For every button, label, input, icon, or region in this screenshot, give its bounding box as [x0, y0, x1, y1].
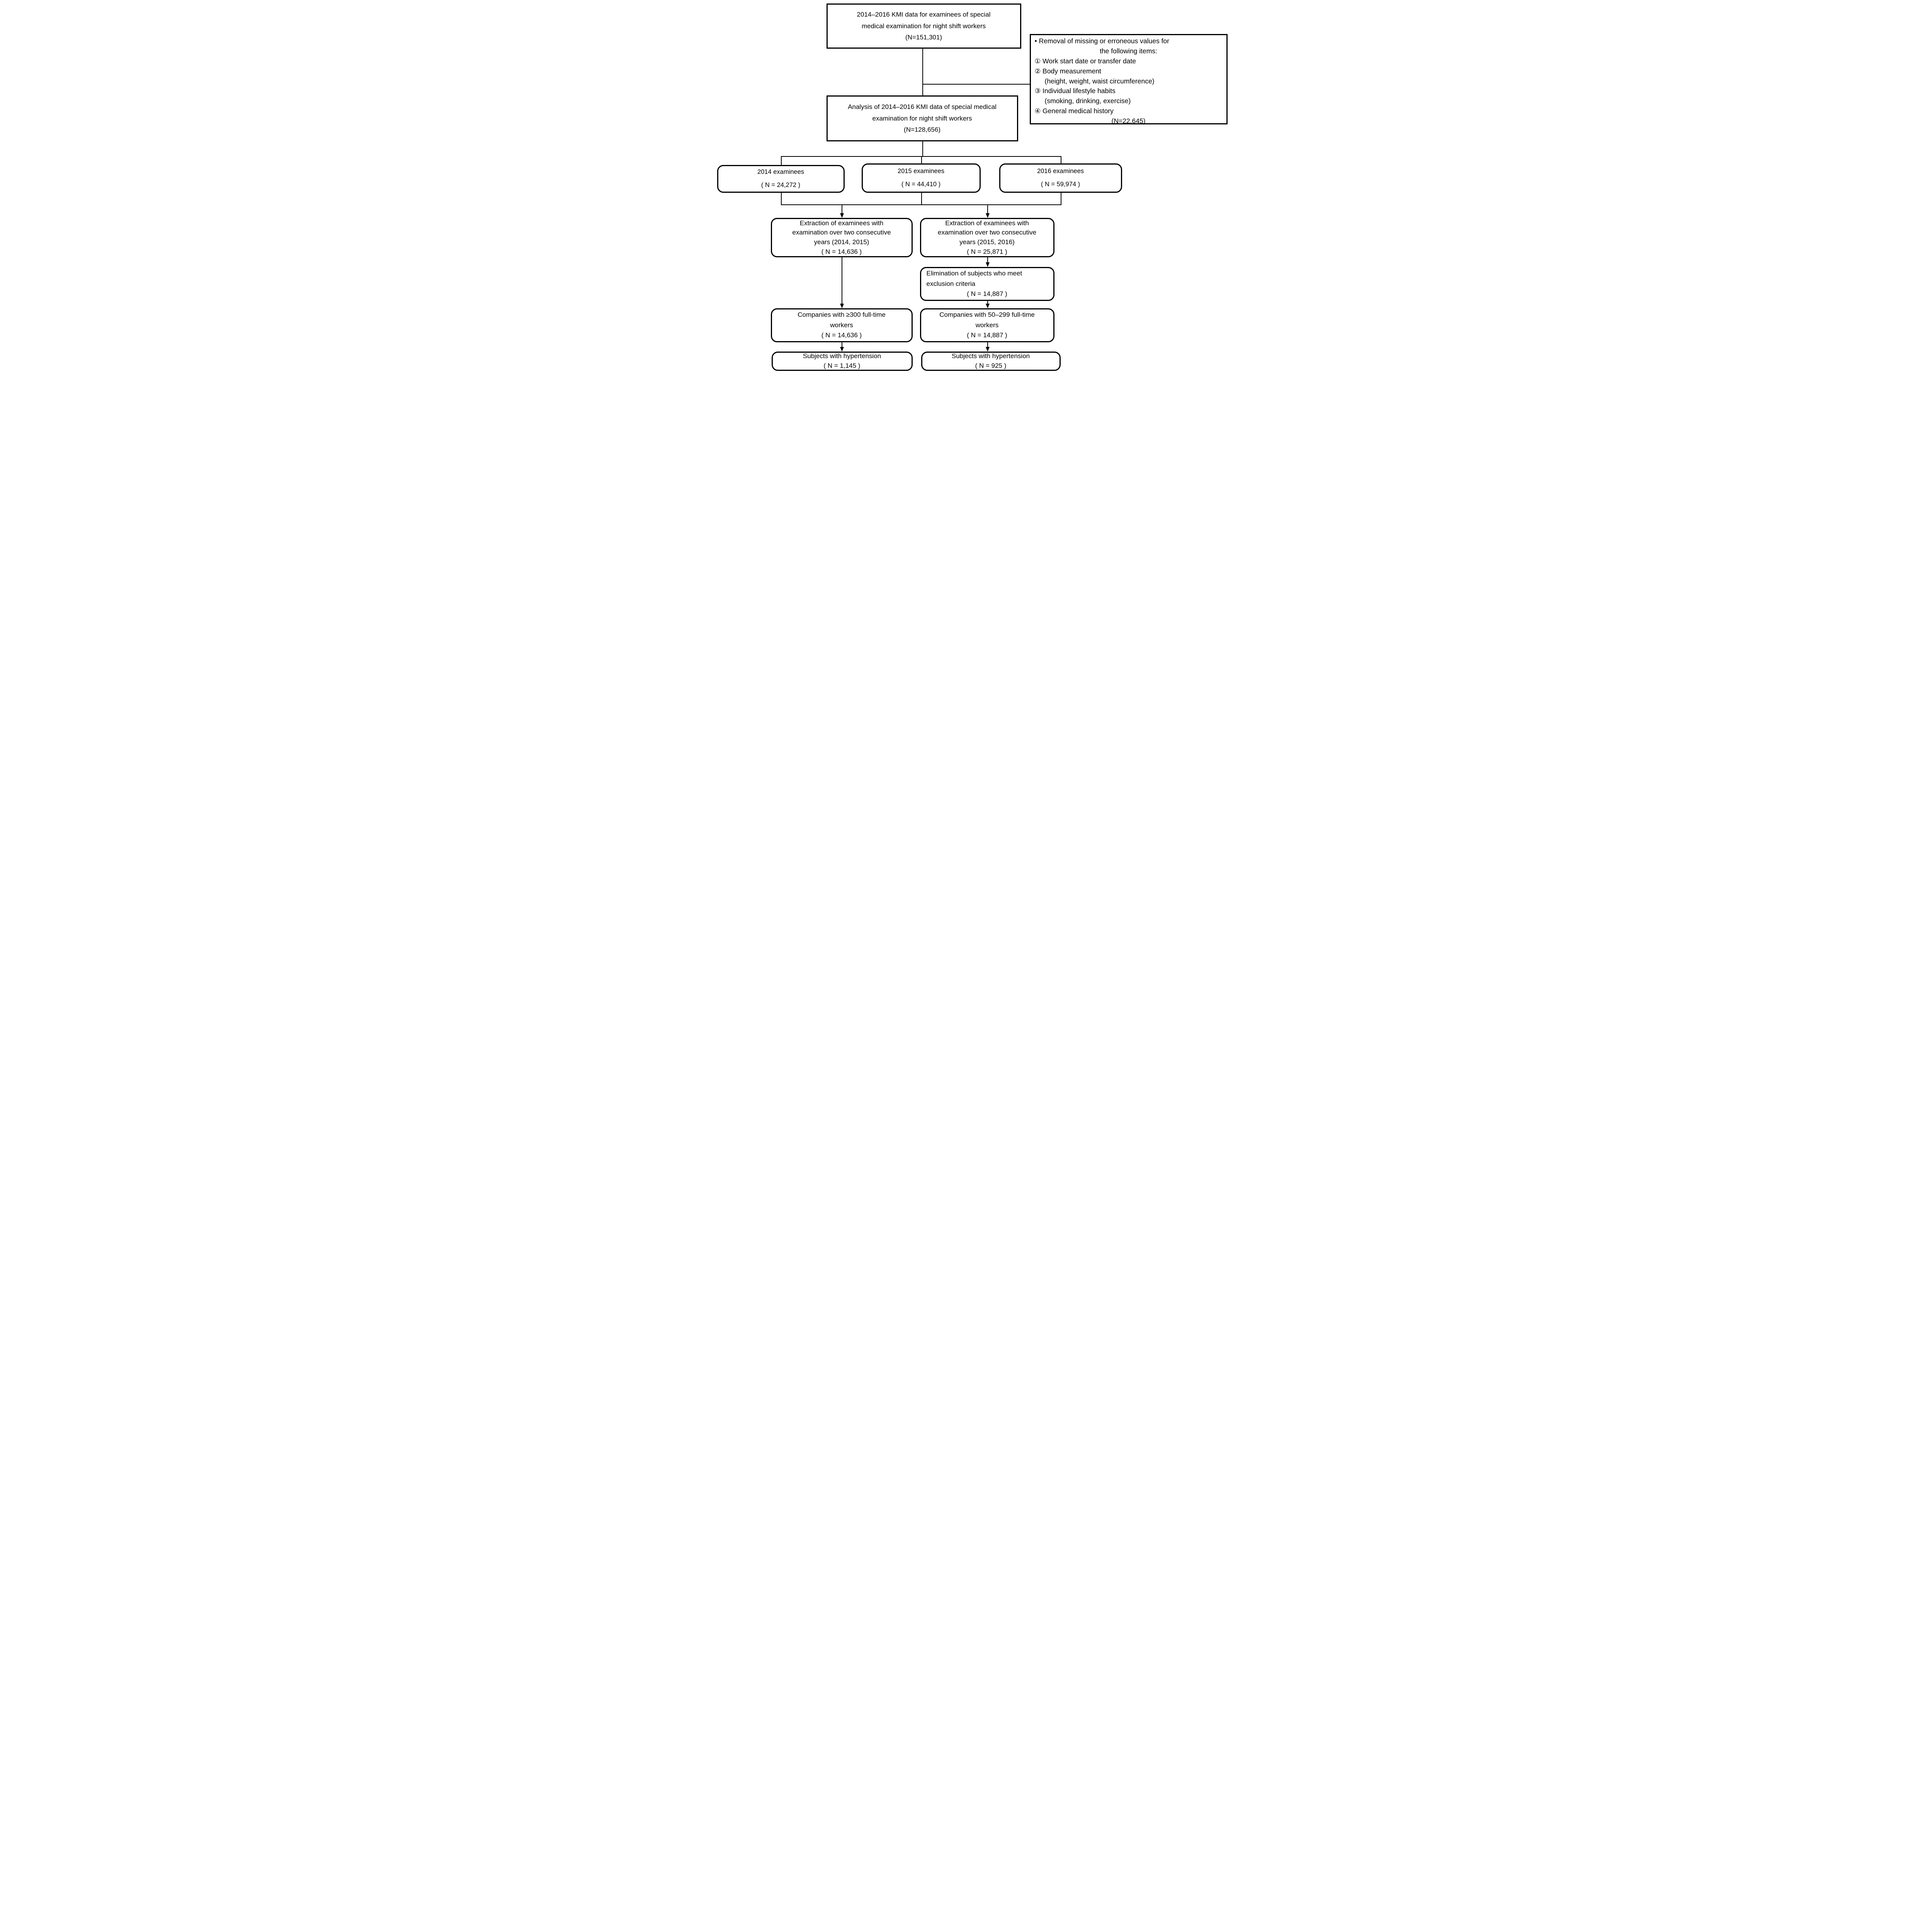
- arrow-head-to-extract-left: [840, 213, 844, 218]
- source-data-box: 2014–2016 KMI data for examinees of spec…: [826, 3, 1021, 49]
- examinees-2014-box: 2014 examinees ( N = 24,272 ): [717, 165, 845, 193]
- elimination-line: ( N = 14,887 ): [967, 290, 1007, 298]
- extraction-2014-2015-box: Extraction of examinees with examination…: [770, 218, 913, 257]
- elimination-line: Elimination of subjects who meet: [926, 270, 1022, 277]
- arrow-head-elimination-to-companies-right: [985, 304, 990, 308]
- connector-stub-2014-bottom: [781, 193, 782, 204]
- examinees-2016-box: 2016 examinees ( N = 59,974 ): [999, 163, 1122, 193]
- connector-branch-to-exclusion: [923, 84, 1030, 85]
- companies-50-299-box: Companies with 50–299 full-time workers …: [920, 308, 1054, 342]
- flowchart-canvas: 2014–2016 KMI data for examinees of spec…: [695, 0, 1237, 383]
- exclusion-line: the following items:: [1100, 47, 1157, 55]
- examinees-2015-box: 2015 examinees ( N = 44,410 ): [861, 163, 981, 193]
- elimination-box: Elimination of subjects who meet exclusi…: [920, 267, 1054, 301]
- exclusion-line: ④ General medical history: [1034, 107, 1114, 115]
- connector-collect-bar: [781, 204, 1061, 205]
- connector-analysis-down: [922, 141, 923, 157]
- exclusion-line: ③ Individual lifestyle habits: [1034, 87, 1116, 95]
- hypertension-left-box: Subjects with hypertension ( N = 1,145 ): [771, 352, 913, 371]
- arrow-line-companies-to-hyper-right: [987, 342, 988, 347]
- arrow-line-extract-to-elimination: [987, 257, 988, 262]
- exclusion-line: ② Body measurement: [1034, 67, 1101, 75]
- hypertension-right-box: Subjects with hypertension ( N = 925 ): [921, 352, 1061, 371]
- arrow-head-companies-to-hyper-left: [840, 347, 844, 352]
- arrow-head-companies-to-hyper-right: [985, 347, 990, 352]
- exclusion-line: (height, weight, waist circumference): [1044, 77, 1155, 85]
- arrow-head-extract-to-companies-left: [840, 304, 844, 308]
- exclusion-line: (N=22,645): [1111, 117, 1146, 125]
- connector-stub-2014-top: [781, 156, 782, 165]
- connector-stub-2015-bottom: [921, 193, 922, 204]
- connector-stub-2015-top: [921, 156, 922, 163]
- exclusion-line: ① Work start date or transfer date: [1034, 57, 1136, 65]
- arrow-head-to-extract-right: [985, 213, 990, 218]
- exclusion-line: • Removal of missing or erroneous values…: [1034, 37, 1170, 45]
- elimination-line: exclusion criteria: [926, 280, 976, 287]
- arrow-head-extract-to-elimination: [985, 262, 990, 267]
- exclusion-line: (smoking, drinking, exercise): [1044, 97, 1131, 105]
- arrow-line-to-extract-right: [987, 204, 988, 213]
- analysis-data-box: Analysis of 2014–2016 KMI data of specia…: [826, 95, 1018, 141]
- companies-300plus-box: Companies with ≥300 full-time workers ( …: [770, 308, 913, 342]
- arrow-line-elimination-to-companies-right: [987, 301, 988, 304]
- extraction-2015-2016-box: Extraction of examinees with examination…: [920, 218, 1054, 257]
- connector-source-to-analysis: [922, 49, 923, 95]
- exclusion-criteria-box: • Removal of missing or erroneous values…: [1029, 34, 1228, 125]
